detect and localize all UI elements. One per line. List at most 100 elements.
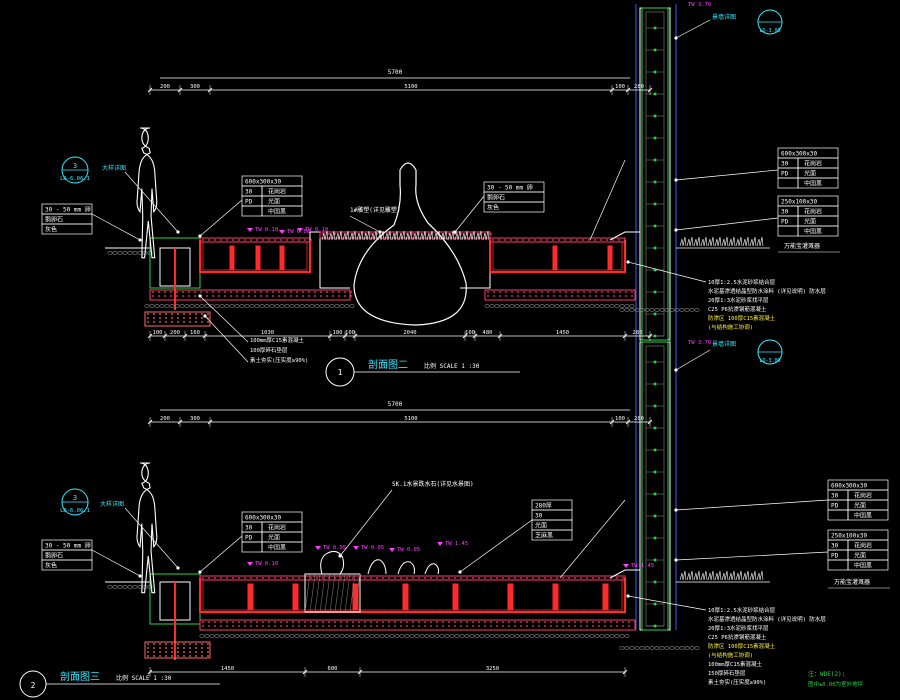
hatch-dot: [382, 625, 384, 627]
hatch-dot: [574, 577, 576, 579]
hatch-dot: [314, 291, 316, 293]
gravel-stone: [279, 634, 285, 638]
gravel-stone: [249, 304, 255, 308]
hatch-dot: [394, 233, 396, 235]
gravel-stone: [379, 634, 385, 638]
construction-note: 100mm厚C15素混凝土: [250, 336, 304, 344]
wall-anchor: [653, 136, 657, 140]
wall-anchor: [653, 290, 657, 294]
wall-anchor: [653, 246, 657, 250]
hatch-dot: [260, 291, 262, 293]
hatch-dot: [607, 291, 609, 293]
dimension-label: 280: [634, 416, 644, 422]
level-label: TW 0.10: [305, 227, 328, 233]
hatch-dot: [496, 625, 498, 627]
hatch-dot: [622, 621, 624, 623]
leader-dot: [626, 260, 630, 264]
hatch-dot: [370, 621, 372, 623]
hatch-dot: [250, 621, 252, 623]
hatch-dot: [541, 295, 543, 297]
hatch-dot: [147, 655, 149, 657]
gravel-stone: [309, 304, 315, 308]
gravel-stone: [499, 304, 505, 308]
gravel-stone: [229, 304, 235, 308]
hatch-dot: [177, 643, 179, 645]
level-marker: TW 0.05: [353, 545, 384, 551]
level-triangle: [315, 546, 321, 550]
grass-tuft: [707, 236, 715, 247]
scale-figure-person: [136, 462, 158, 594]
hatch-dot: [442, 625, 444, 627]
hatch-dot: [430, 625, 432, 627]
wall-anchor: [653, 202, 657, 206]
hatch-dot: [517, 291, 519, 293]
level-label: TW 1.45: [631, 563, 654, 569]
hatch-dot: [514, 577, 516, 579]
gravel-stone: [459, 634, 465, 638]
hatch-dot: [340, 621, 342, 623]
info-text: PD: [831, 503, 839, 510]
gravel-stone: [639, 646, 645, 650]
hatch-dot: [195, 651, 197, 653]
gravel-stone: [504, 304, 510, 308]
wall-level: TW 3.70: [688, 340, 711, 346]
hatch-dot: [189, 651, 191, 653]
info-text: 30 - 50 mm 卵: [45, 206, 91, 214]
gravel-stone: [534, 634, 540, 638]
hatch-dot: [316, 625, 318, 627]
hatch-dot: [352, 233, 354, 235]
hatch-dot: [559, 295, 561, 297]
stone-hatch: [354, 573, 361, 613]
info-text: 光面: [268, 534, 280, 542]
grass-tuft: [728, 236, 736, 247]
overall-dimension: 5700: [388, 69, 403, 76]
hatch-dot: [286, 625, 288, 627]
info-text: 灰色: [45, 226, 57, 234]
hatch-dot: [586, 625, 588, 627]
hatch-dot: [159, 321, 161, 323]
hatch-dot: [194, 295, 196, 297]
wall-anchor: [653, 580, 657, 584]
hatch-dot: [232, 577, 234, 579]
leader-line: [349, 215, 381, 233]
gravel-stone: [219, 634, 225, 638]
hatch-dot: [326, 291, 328, 293]
hatch-dot: [528, 239, 530, 241]
hatch-dot: [564, 239, 566, 241]
gravel-stone: [614, 634, 620, 638]
feature-wall: [635, 338, 677, 631]
wall-anchor: [653, 602, 657, 606]
hatch-dot: [493, 295, 495, 297]
grass-tuft: [714, 570, 722, 581]
hatch-dot: [296, 291, 298, 293]
sculpture-note: 1#雕塑(详见雕塑): [350, 206, 400, 214]
info-text: 30 - 50 mm 卵: [487, 184, 533, 192]
hatch-dot: [358, 625, 360, 627]
hatch-dot: [352, 621, 354, 623]
hatch-dot: [207, 655, 209, 657]
hatch-dot: [280, 577, 282, 579]
gravel-stone: [484, 304, 490, 308]
hatch-dot: [466, 625, 468, 627]
hatch-dot: [394, 625, 396, 627]
hatch-dot: [189, 317, 191, 319]
pool-pier: [607, 245, 613, 271]
pool-pier: [247, 583, 254, 611]
gravel-fill-left: [144, 311, 211, 327]
hatch-dot: [165, 651, 167, 653]
callout-ref: LD-6.06.1: [60, 176, 90, 182]
hatch-dot: [170, 295, 172, 297]
hatch-dot: [487, 295, 489, 297]
leader-dot: [674, 558, 678, 562]
gravel-stone: [529, 634, 535, 638]
gravel-stone: [684, 308, 690, 312]
hatch-dot: [523, 291, 525, 293]
gravel-stone: [132, 251, 138, 255]
gravel-stone: [319, 304, 325, 308]
hatch-dot: [568, 625, 570, 627]
hatch-dot: [538, 625, 540, 627]
